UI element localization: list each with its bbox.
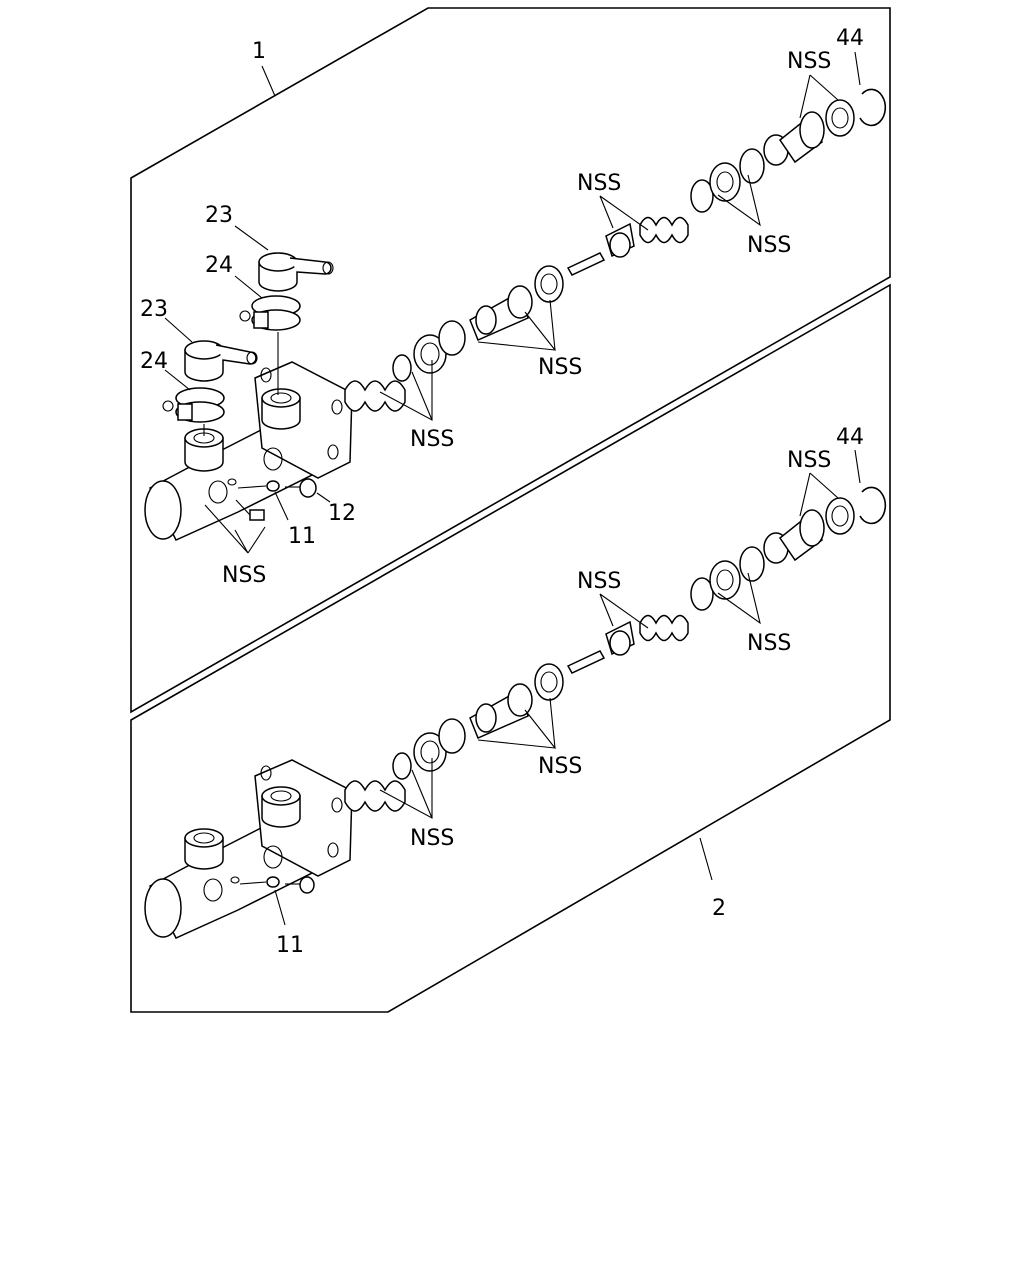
nss-label: NSS (747, 233, 791, 258)
leaders-upper (164, 51, 861, 554)
nss-label: NSS (538, 754, 582, 779)
snap-ring-44-lower (859, 486, 887, 525)
panel-lower-frame (130, 283, 891, 1013)
callout-23-lower: 23 (140, 297, 168, 322)
callout-23-upper: 23 (205, 203, 233, 228)
washer-11-lower (266, 876, 280, 888)
screw-lower (285, 876, 315, 894)
nss-label: NSS (410, 826, 454, 851)
reservoir-upper (258, 252, 334, 292)
internal-parts-lower (344, 486, 887, 812)
screw-12-upper (285, 478, 317, 498)
callout-24-lower: 24 (140, 349, 168, 374)
bleeder-bolt-upper (235, 499, 265, 521)
callout-44-lower: 44 (836, 425, 864, 450)
master-cylinder-body-lower (144, 759, 353, 939)
assembly-no-2: 2 (712, 896, 726, 921)
nss-label: NSS (787, 49, 831, 74)
panel-lower: 2 11 44 NSS NSS NSS NSS NSS (130, 283, 891, 1013)
callout-11-lower: 11 (276, 933, 304, 958)
nss-label: NSS (577, 569, 621, 594)
leaders-lower (274, 449, 861, 926)
callout-44-upper: 44 (836, 26, 864, 51)
nss-label: NSS (787, 448, 831, 473)
reservoir-lower (184, 340, 258, 382)
panel-upper: 1 23 24 23 24 12 11 44 NSS NSS NSS NSS N… (130, 7, 891, 714)
nss-label: NSS (538, 355, 582, 380)
callout-12: 12 (328, 501, 356, 526)
washer-11-upper (266, 480, 280, 492)
assembly-no-1: 1 (252, 39, 266, 64)
master-cylinder-body-upper (144, 361, 353, 541)
clamp-lower (162, 387, 225, 423)
clamp-upper (239, 295, 301, 331)
nss-label: NSS (410, 427, 454, 452)
snap-ring-44-upper (859, 88, 887, 127)
callout-24-upper: 24 (205, 253, 233, 278)
nss-label: NSS (577, 171, 621, 196)
nss-label: NSS (222, 563, 266, 588)
callout-11-upper: 11 (288, 524, 316, 549)
nss-label: NSS (747, 631, 791, 656)
panel-upper-frame (130, 7, 891, 714)
internal-parts-upper (344, 88, 887, 412)
